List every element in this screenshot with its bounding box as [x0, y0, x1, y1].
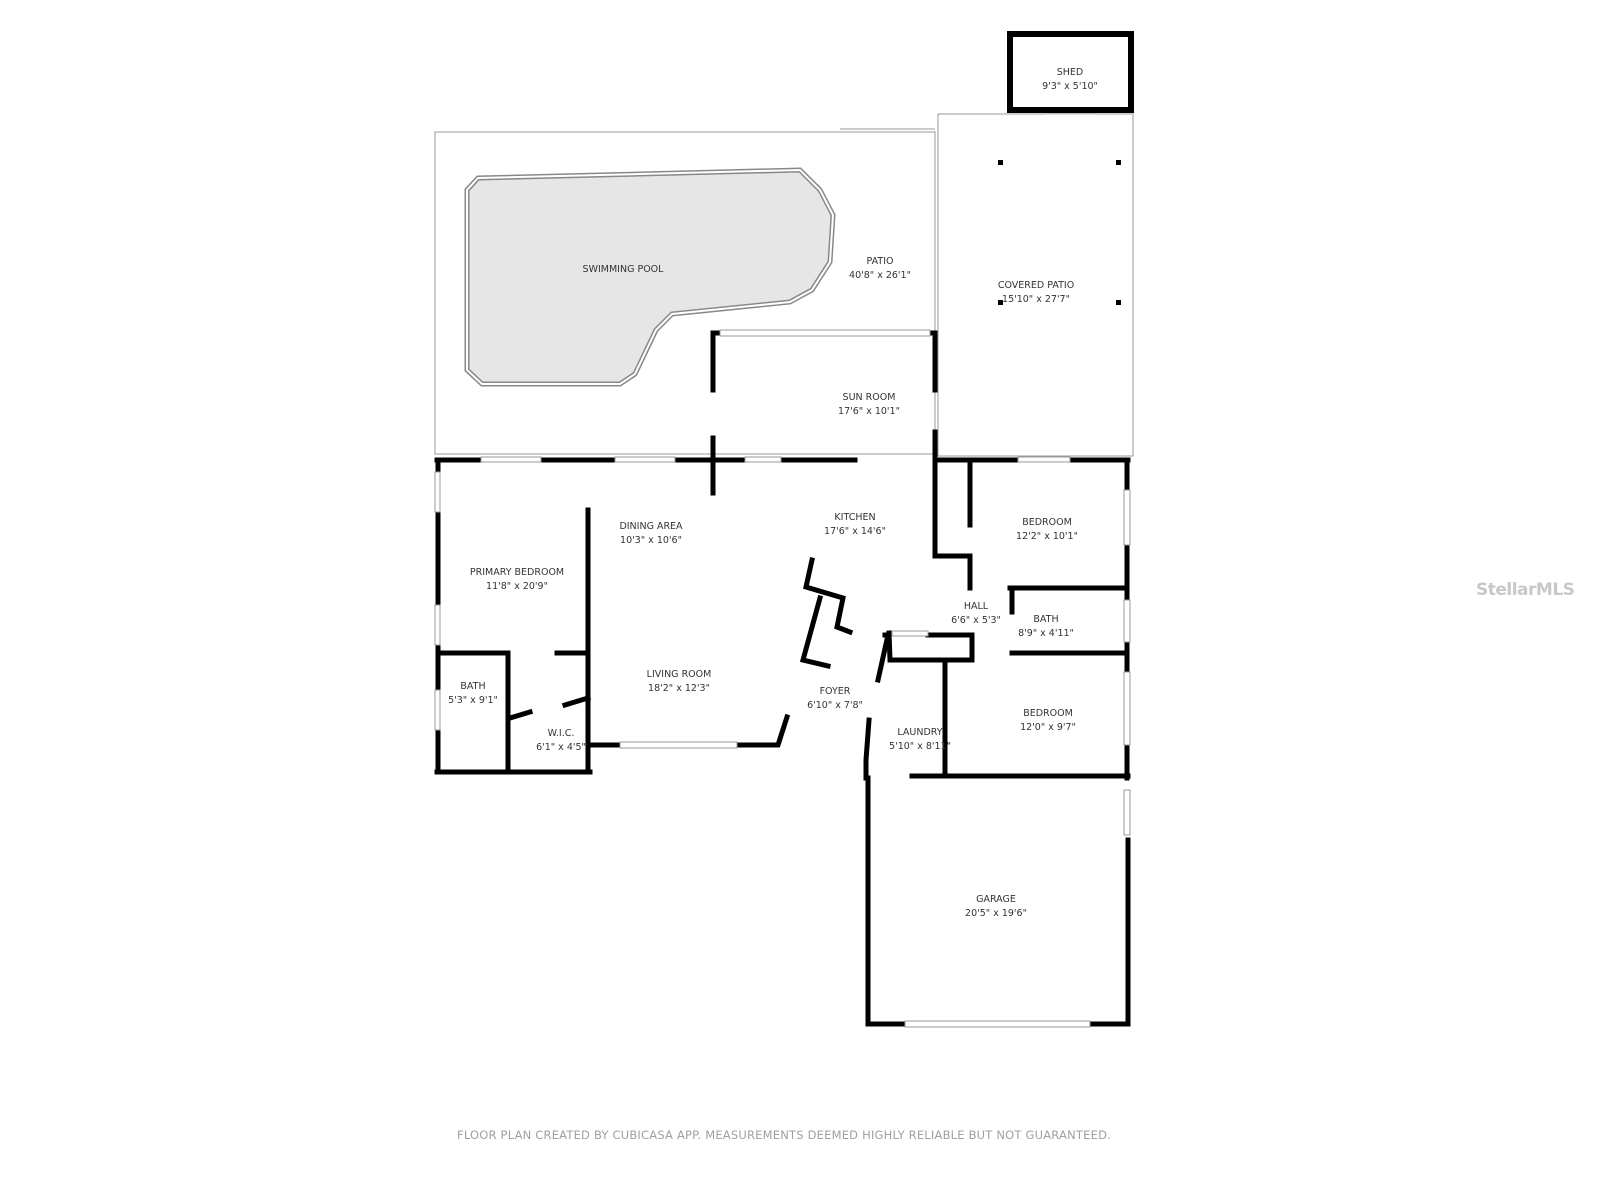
room-name: BATH	[460, 681, 486, 692]
room-size: 6'1" x 4'5"	[536, 742, 586, 753]
room-size: 40'8" x 26'1"	[849, 270, 911, 281]
room-name: W.I.C.	[547, 728, 575, 739]
room-size: 10'3" x 10'6"	[620, 535, 682, 546]
room-size: 6'10" x 7'8"	[807, 700, 863, 711]
room-label-wic: W.I.C. 6'1" x 4'5"	[536, 727, 586, 755]
room-label-bath-primary: BATH 5'3" x 9'1"	[448, 680, 498, 708]
room-size: 20'5" x 19'6"	[965, 908, 1027, 919]
room-label-dining-area: DINING AREA 10'3" x 10'6"	[619, 520, 682, 548]
windows	[434, 329, 1131, 1028]
room-name: COVERED PATIO	[997, 280, 1075, 291]
room-label-living-room: LIVING ROOM 18'2" x 12'3"	[647, 668, 712, 696]
room-label-garage: GARAGE 20'5" x 19'6"	[965, 893, 1027, 921]
room-size: 18'2" x 12'3"	[648, 683, 710, 694]
room-label-patio: PATIO 40'8" x 26'1"	[849, 255, 911, 283]
room-size: 17'6" x 14'6"	[824, 526, 886, 537]
room-name: LAUNDRY	[897, 727, 943, 738]
room-name: BEDROOM	[1023, 708, 1073, 719]
room-size: 11'8" x 20'9"	[486, 581, 548, 592]
room-name: SWIMMING POOL	[582, 264, 664, 275]
covered-patio-outline	[937, 113, 1134, 457]
patio-columns	[998, 160, 1121, 305]
room-name: LIVING ROOM	[646, 669, 712, 680]
room-name: KITCHEN	[834, 512, 876, 523]
room-label-foyer: FOYER 6'10" x 7'8"	[807, 685, 863, 713]
room-size: 6'6" x 5'3"	[951, 615, 1001, 626]
room-name: BATH	[1033, 614, 1059, 625]
footer-disclaimer: FLOOR PLAN CREATED BY CUBICASA APP. MEAS…	[457, 1128, 1111, 1142]
room-label-laundry: LAUNDRY 5'10" x 8'11"	[889, 726, 951, 754]
room-size: 12'2" x 10'1"	[1016, 531, 1078, 542]
room-label-swimming-pool: SWIMMING POOL	[583, 263, 664, 277]
room-label-bedroom-1: BEDROOM 12'2" x 10'1"	[1016, 516, 1078, 544]
room-name: GARAGE	[976, 894, 1016, 905]
room-size: 9'3" x 5'10"	[1042, 81, 1098, 92]
room-label-shed: SHED 9'3" x 5'10"	[1042, 66, 1098, 94]
swimming-pool	[464, 167, 836, 387]
room-name: SUN ROOM	[842, 392, 896, 403]
room-size: 15'10" x 27'7"	[1002, 294, 1070, 305]
room-name: PATIO	[866, 256, 894, 267]
room-label-covered-patio: COVERED PATIO 15'10" x 27'7"	[998, 279, 1074, 307]
room-name: DINING AREA	[619, 521, 683, 532]
room-label-bath-hall: BATH 8'9" x 4'11"	[1018, 613, 1074, 641]
patio-outline	[434, 131, 936, 455]
room-name: BEDROOM	[1022, 517, 1072, 528]
room-label-primary-bedroom: PRIMARY BEDROOM 11'8" x 20'9"	[470, 566, 564, 594]
room-size: 5'3" x 9'1"	[448, 695, 498, 706]
room-name: SHED	[1056, 67, 1084, 78]
room-label-hall: HALL 6'6" x 5'3"	[951, 600, 1001, 628]
room-label-kitchen: KITCHEN 17'6" x 14'6"	[824, 511, 886, 539]
room-label-bedroom-2: BEDROOM 12'0" x 9'7"	[1020, 707, 1076, 735]
room-label-sun-room: SUN ROOM 17'6" x 10'1"	[838, 391, 900, 419]
watermark: StellarMLS	[1476, 580, 1575, 600]
room-name: HALL	[963, 601, 989, 612]
room-size: 8'9" x 4'11"	[1018, 628, 1074, 639]
room-name: PRIMARY BEDROOM	[469, 567, 565, 578]
room-name: FOYER	[819, 686, 851, 697]
room-size: 17'6" x 10'1"	[838, 406, 900, 417]
room-size: 5'10" x 8'11"	[889, 741, 951, 752]
room-size: 12'0" x 9'7"	[1020, 722, 1076, 733]
